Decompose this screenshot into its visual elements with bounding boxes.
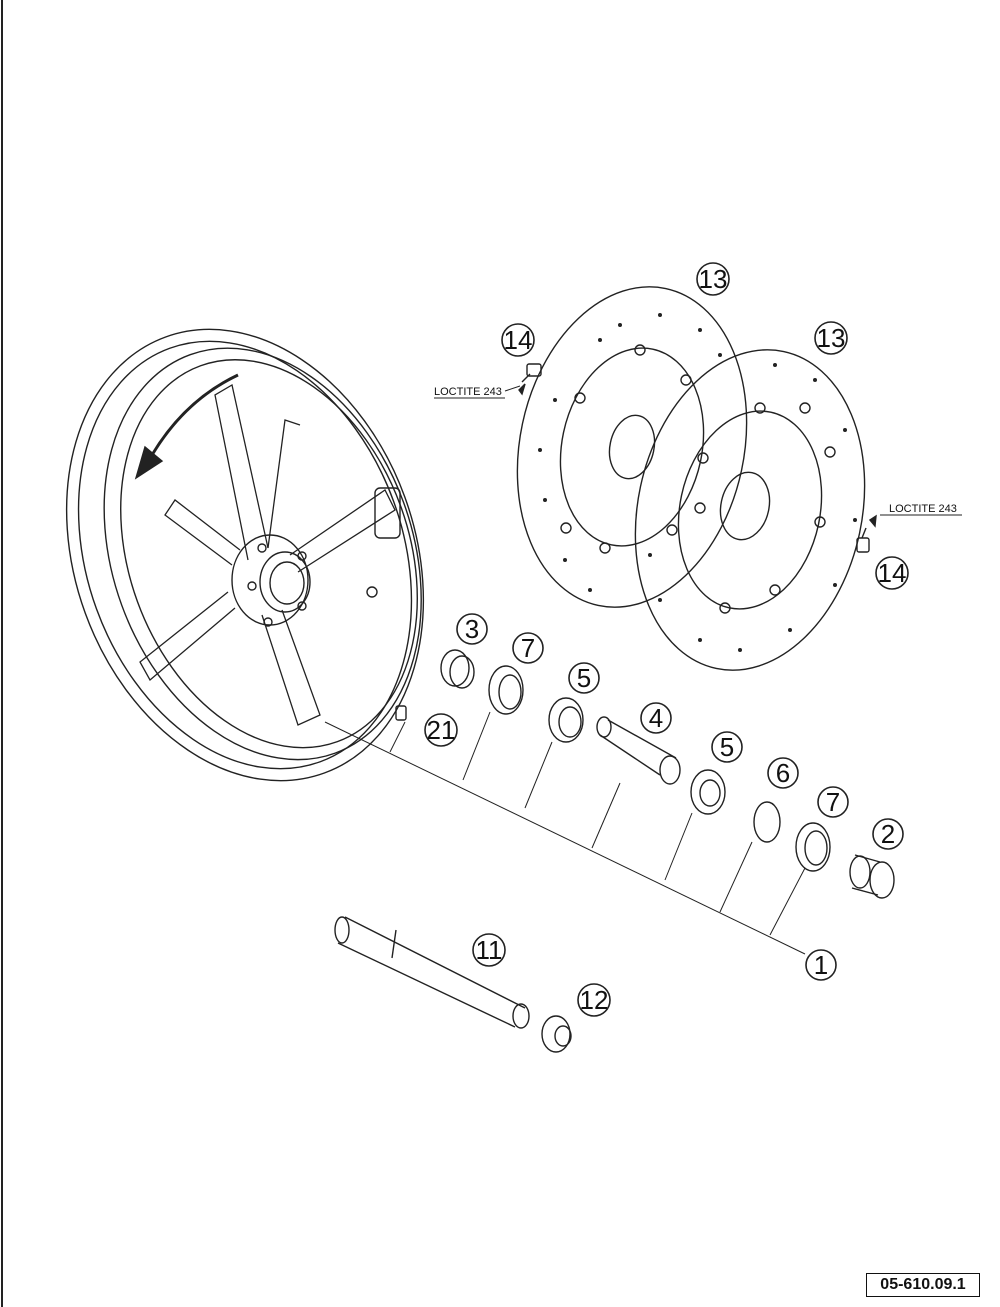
rotation-arrow-icon bbox=[134, 373, 239, 480]
loctite-label-right: LOCTITE 243 bbox=[889, 503, 957, 515]
disc-perforations bbox=[538, 313, 857, 652]
loctite-label-top: LOCTITE 243 bbox=[434, 386, 502, 398]
wheel-rim bbox=[65, 328, 425, 782]
callout-14b: 14 bbox=[878, 558, 907, 588]
part-21-valve bbox=[395, 705, 407, 721]
callout-11: 11 bbox=[476, 935, 503, 965]
callout-5a: 5 bbox=[577, 663, 591, 693]
callout-7b: 7 bbox=[826, 787, 840, 817]
callout-6: 6 bbox=[776, 758, 790, 788]
part-4-distance-sleeve bbox=[596, 716, 681, 785]
part-12-axle-nut bbox=[541, 1015, 572, 1053]
callout-14a: 14 bbox=[504, 325, 533, 355]
callout-13b: 13 bbox=[817, 323, 846, 353]
wheel-hub bbox=[231, 487, 401, 627]
part-3-spacer bbox=[440, 649, 475, 689]
callout-4: 4 bbox=[649, 703, 663, 733]
callout-circles bbox=[424, 262, 909, 1017]
callout-5b: 5 bbox=[720, 732, 734, 762]
disc-screw-top bbox=[518, 363, 542, 396]
callout-13a: 13 bbox=[699, 264, 728, 294]
callout-7a: 7 bbox=[521, 633, 535, 663]
disc-screw-right bbox=[856, 514, 877, 553]
wheel-spokes bbox=[139, 383, 396, 726]
callout-21: 21 bbox=[427, 715, 456, 745]
brake-disc-left bbox=[516, 286, 748, 608]
left-border-line bbox=[1, 0, 3, 1307]
part-2-spacer bbox=[849, 854, 895, 899]
part-7-seal-a bbox=[488, 665, 524, 715]
part-11-axle bbox=[334, 916, 530, 1029]
callout-2: 2 bbox=[881, 819, 895, 849]
part-7-seal-b bbox=[795, 822, 831, 872]
drawing-number-label: 05-610.09.1 bbox=[866, 1273, 980, 1297]
callout-3: 3 bbox=[465, 614, 479, 644]
leader-lines bbox=[324, 385, 925, 955]
callout-1: 1 bbox=[814, 950, 828, 980]
part-5-bearing-a bbox=[548, 697, 584, 743]
callout-12: 12 bbox=[580, 985, 609, 1015]
part-6-circlip bbox=[753, 801, 781, 843]
brake-disc-right bbox=[634, 349, 866, 671]
part-5-bearing-b bbox=[690, 769, 726, 815]
